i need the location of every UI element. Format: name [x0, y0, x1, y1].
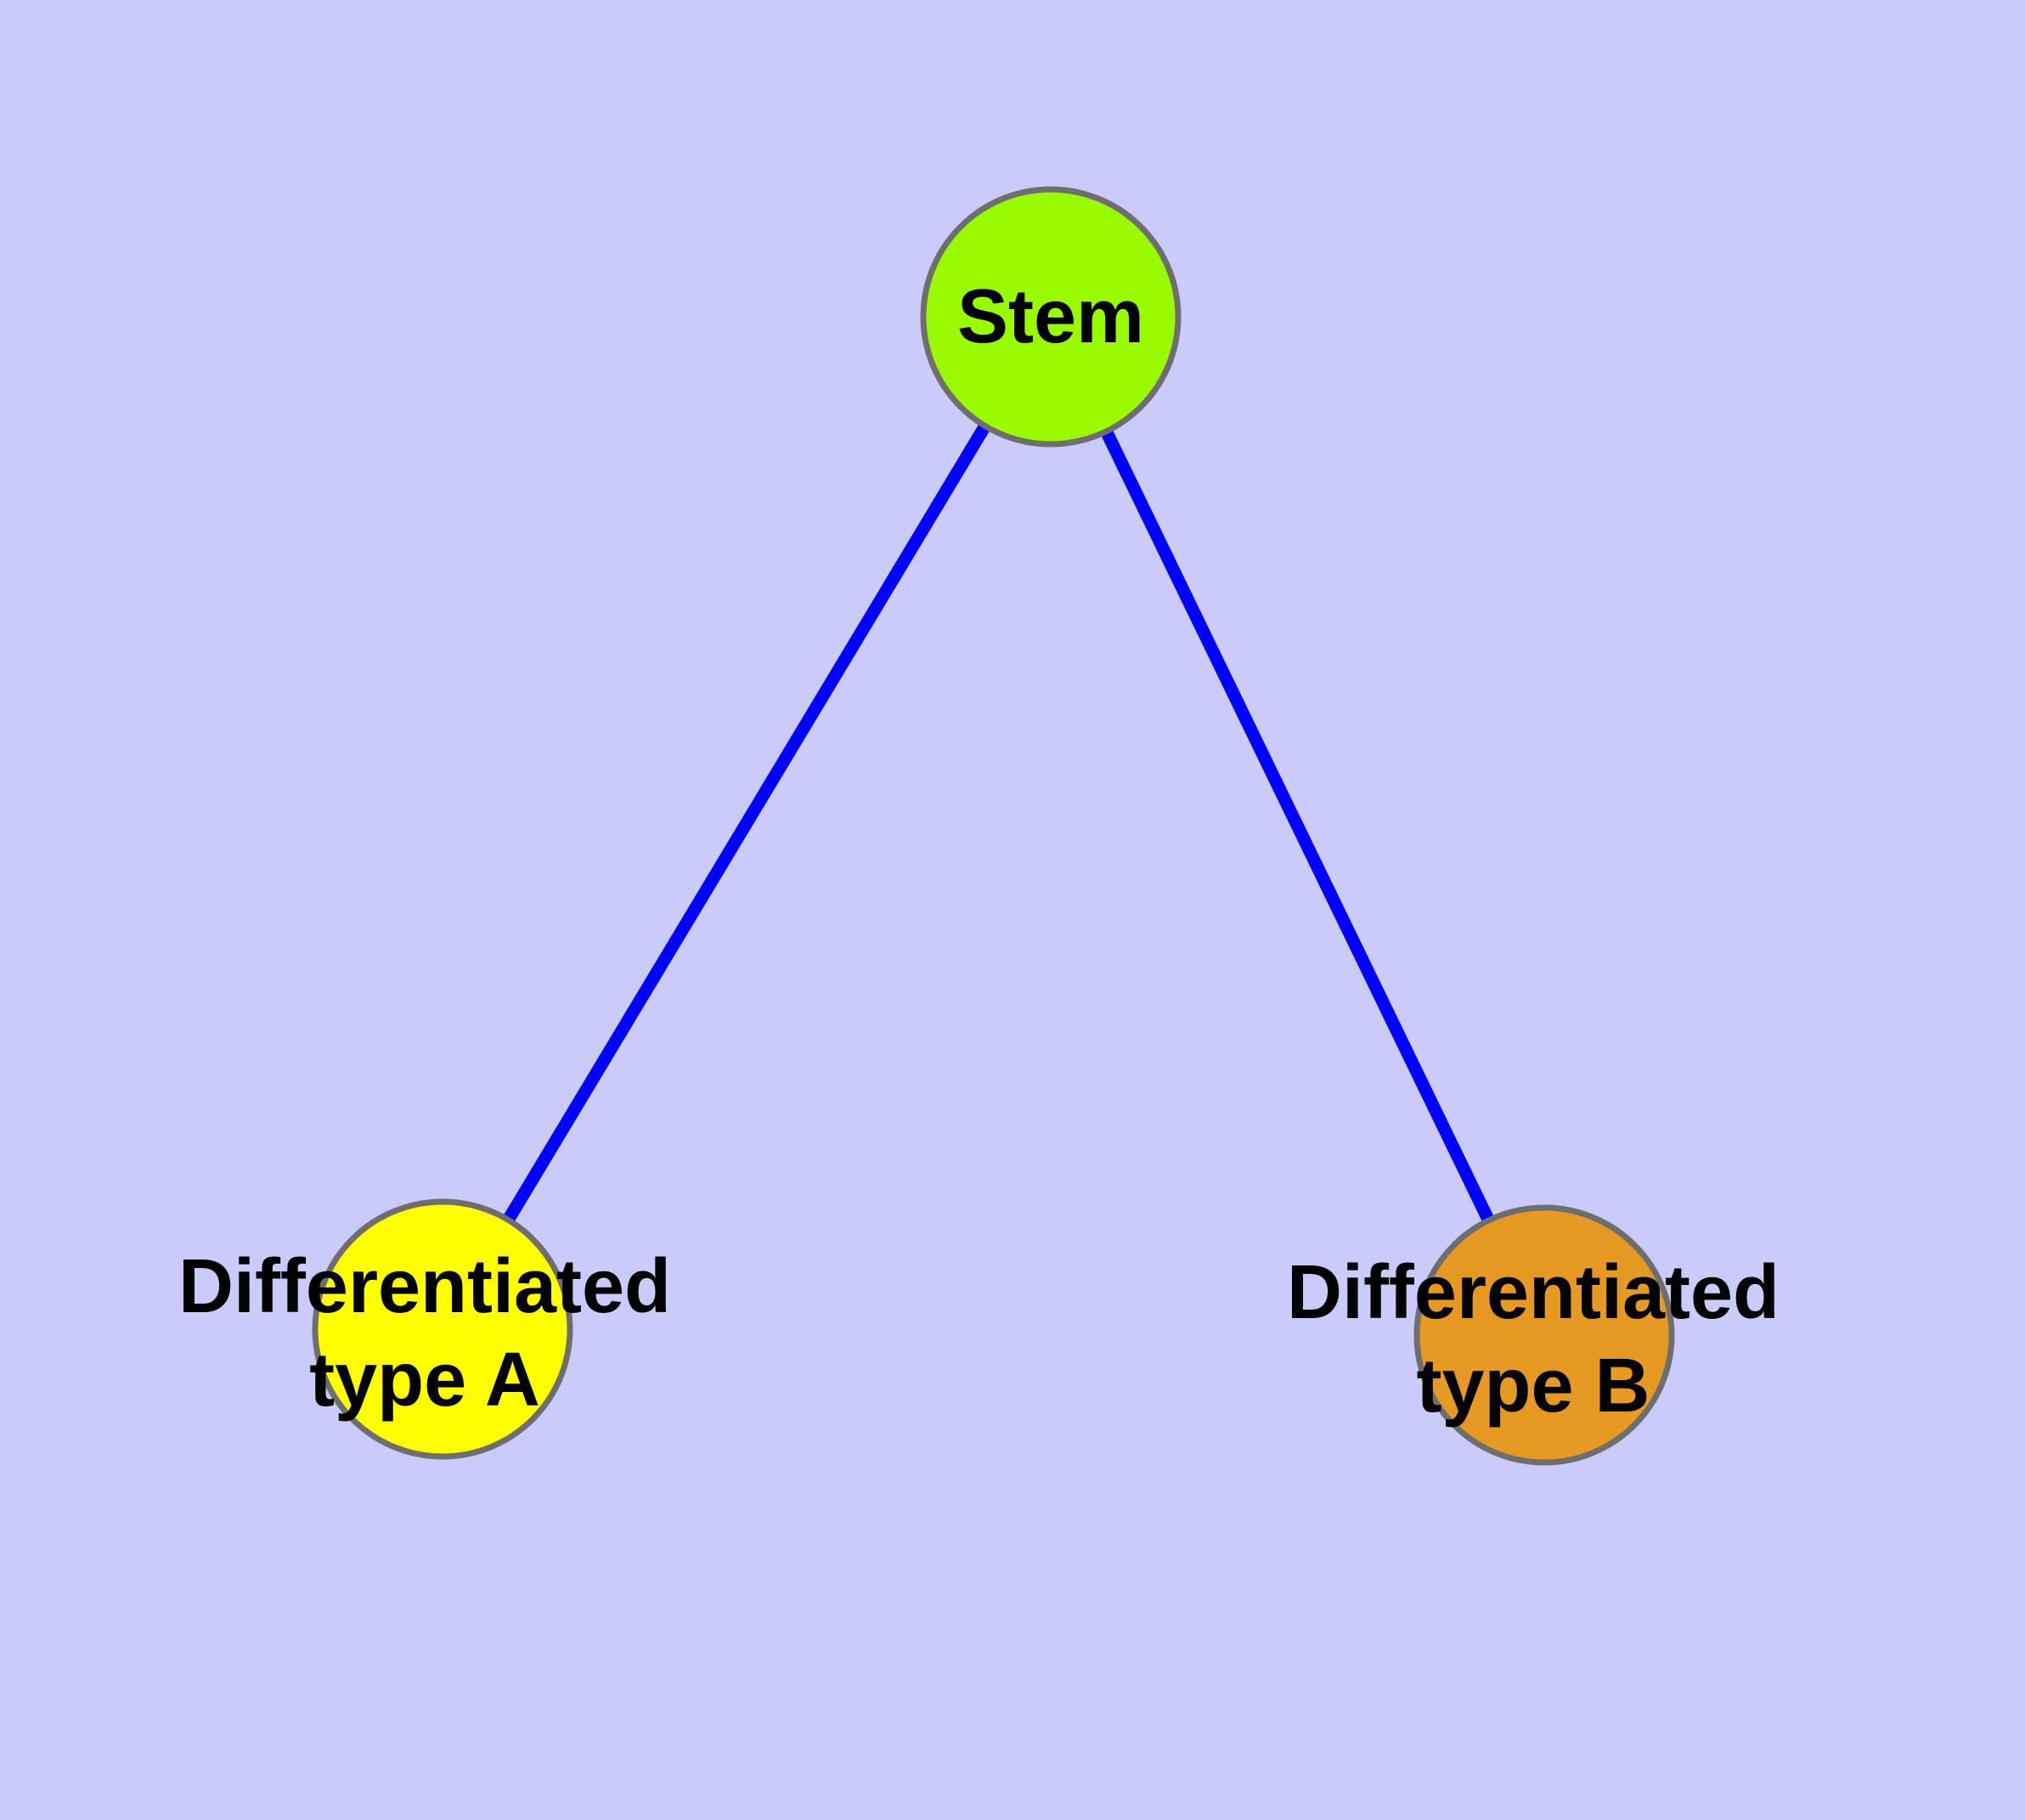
node-stem: [920, 186, 1182, 448]
node-label-type-a-line2: type A: [309, 1338, 540, 1423]
edge-stem-type-b: [1045, 313, 1550, 1338]
node-type-a: [312, 1198, 573, 1460]
node-label-type-b-line2: type B: [1416, 1344, 1650, 1428]
node-label-stem: Stem: [957, 274, 1144, 359]
node-label-type-b-line1: Differentiated: [1287, 1250, 1780, 1335]
node-type-b: [1413, 1204, 1675, 1466]
edge-stem-type-a: [437, 313, 1057, 1333]
node-label-type-a-line1: Differentiated: [178, 1244, 671, 1329]
